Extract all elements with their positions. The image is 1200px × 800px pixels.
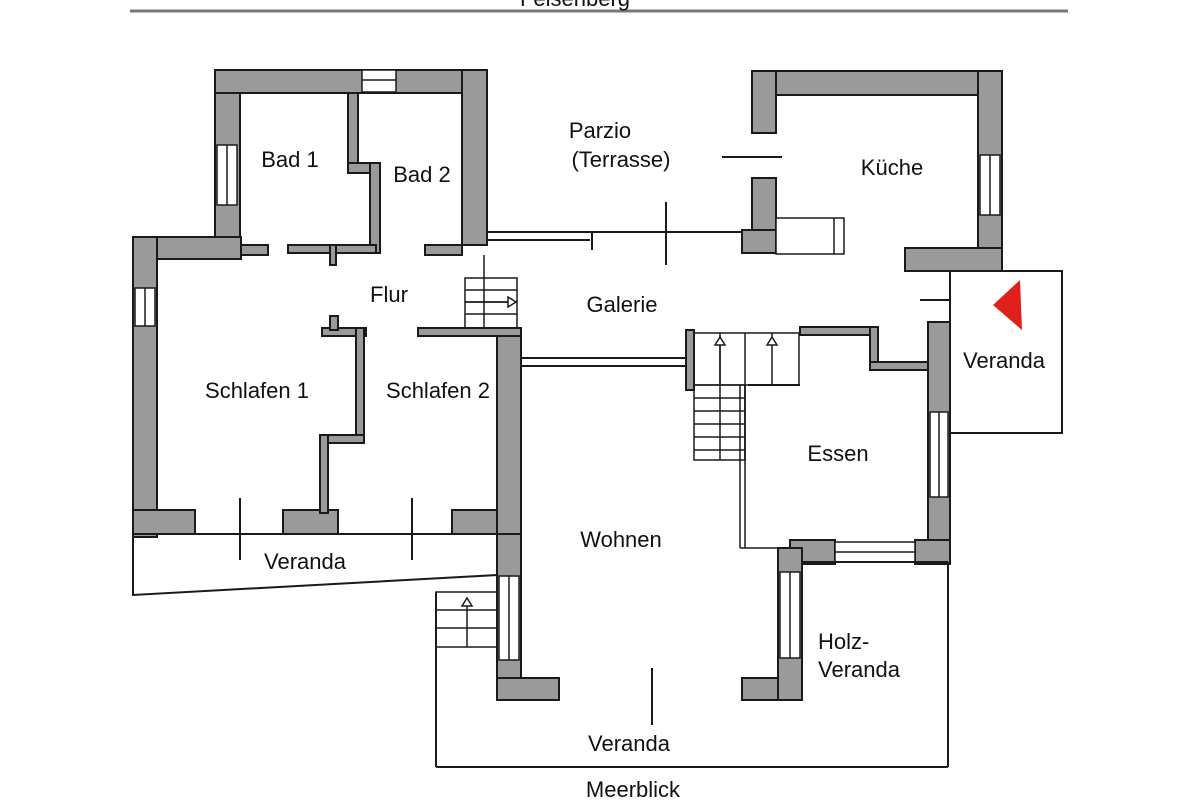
essen-windows xyxy=(834,411,949,563)
wohnen-windows xyxy=(498,571,801,661)
galerie-railing xyxy=(521,329,695,391)
stair-central xyxy=(693,332,800,549)
room-label-holz-veranda: Veranda xyxy=(818,657,901,682)
room-label-veranda-west: Veranda xyxy=(264,549,347,574)
west-door-marks xyxy=(239,498,413,560)
stair-arrow-icon xyxy=(507,295,518,309)
room-label-veranda-south: Veranda xyxy=(588,731,671,756)
viewpoint-marker-icon xyxy=(993,280,1022,330)
stair-arrow-icon xyxy=(460,596,474,607)
room-label-flur: Flur xyxy=(370,282,408,307)
room-label-bad2: Bad 2 xyxy=(393,162,451,187)
edge-label-bottom: Meerblick xyxy=(586,777,681,800)
wohnen-walls xyxy=(496,533,803,701)
room-label-wohnen: Wohnen xyxy=(580,527,662,552)
edge-label-top: Felsenberg xyxy=(520,0,630,11)
room-label-parzio: Parzio xyxy=(569,118,631,143)
room-label-kueche: Küche xyxy=(861,155,923,180)
south-veranda-outline xyxy=(435,561,949,768)
veranda-east-outline xyxy=(949,270,1063,434)
bath-windows xyxy=(216,69,397,206)
room-label-parzio-sub: (Terrasse) xyxy=(571,147,670,172)
room-label-galerie: Galerie xyxy=(587,292,658,317)
room-label-essen: Essen xyxy=(807,441,868,466)
west-wing-walls xyxy=(132,236,522,538)
west-windows xyxy=(134,287,156,327)
stair-south xyxy=(435,591,498,648)
terrace-outline xyxy=(487,156,782,265)
room-label-bad1: Bad 1 xyxy=(261,147,319,172)
room-label-schlafen1: Schlafen 1 xyxy=(205,378,309,403)
stair-flur xyxy=(464,255,518,329)
kitchen-fixtures xyxy=(775,154,1001,255)
room-label-holz: Holz- xyxy=(818,629,869,654)
room-label-schlafen2: Schlafen 2 xyxy=(386,378,490,403)
room-label-veranda-east: Veranda xyxy=(963,348,1046,373)
stair-arrow-icon xyxy=(765,335,779,346)
stair-arrow-icon xyxy=(713,335,727,346)
